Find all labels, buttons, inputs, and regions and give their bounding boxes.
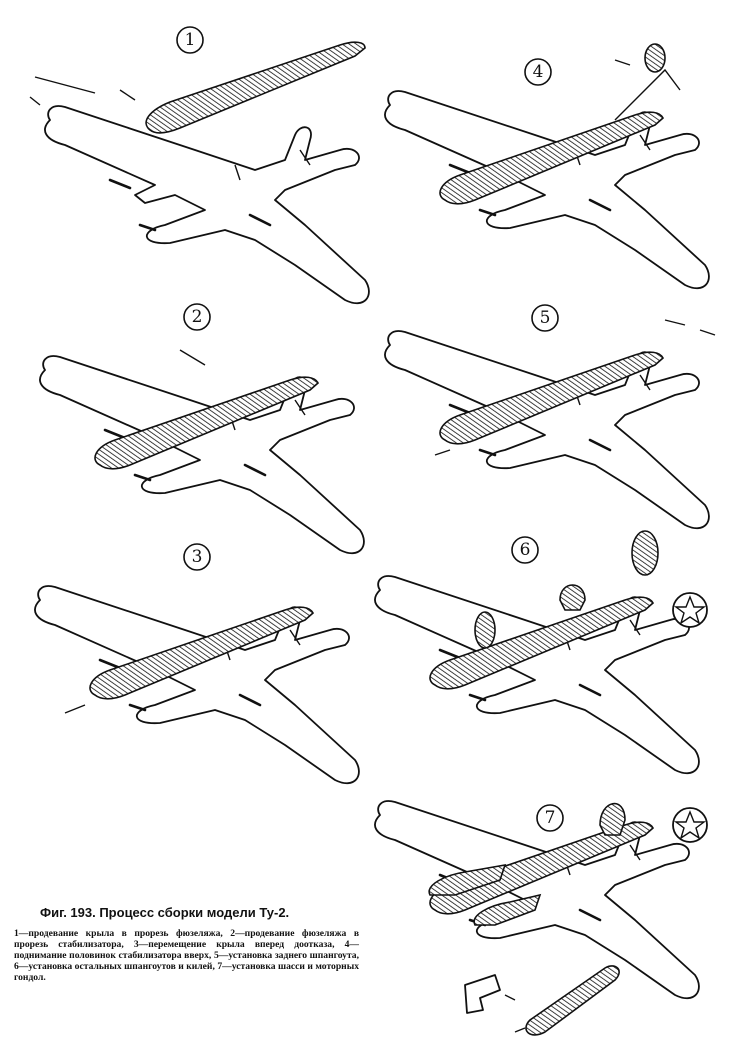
step-2-diagram (38, 349, 366, 555)
step-3-diagram (33, 584, 361, 785)
step-7-label: 7 (536, 804, 564, 832)
svg-text:6: 6 (520, 540, 531, 560)
figure-caption: Фиг. 193. Процесс сборки модели Ту-2. 1—… (14, 905, 359, 983)
figure-caption-text: 1—продевание крыла в прорезь фюзеляжа, 2… (14, 928, 359, 983)
step-4-diagram (383, 43, 711, 290)
svg-text:7: 7 (545, 808, 556, 828)
step-7-diagram (373, 799, 708, 1036)
step-6-label: 6 (511, 536, 539, 564)
svg-text:5: 5 (540, 308, 551, 328)
step-3-label: 3 (183, 543, 211, 571)
svg-text:3: 3 (192, 547, 203, 567)
step-6-diagram (373, 530, 708, 775)
step-2-label: 2 (183, 303, 211, 331)
step-5-label: 5 (531, 304, 559, 332)
step-5-diagram (383, 319, 716, 530)
step-4-label: 4 (524, 58, 552, 86)
step-1-label: 1 (176, 26, 204, 54)
svg-text:4: 4 (533, 62, 544, 82)
svg-text:2: 2 (192, 307, 203, 327)
svg-text:1: 1 (185, 30, 196, 50)
step-1-diagram (29, 41, 371, 305)
figure-title: Фиг. 193. Процесс сборки модели Ту-2. (40, 905, 290, 920)
